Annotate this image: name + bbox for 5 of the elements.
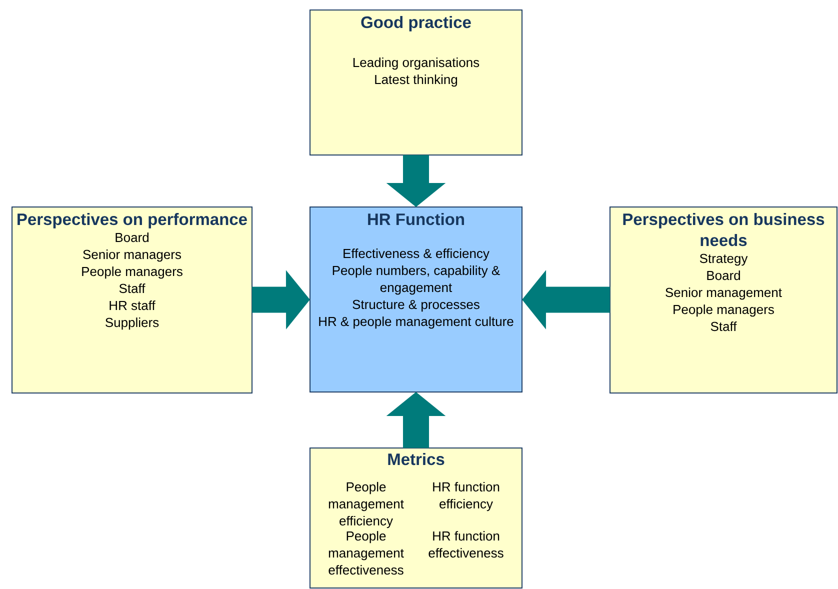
- info-box: Perspectives on performance Board Senior managers People managers Staff HR staff Suppliers: [12, 206, 252, 394]
- info-box: Perspectives on business needs Strategy Board Senior management People managers Staff: [610, 206, 838, 394]
- central-box: HR Function Effectiveness & efficiency People numbers, capability & engagement Structure & processes HR & people management culture: [310, 206, 522, 392]
- info-box: Metrics People management efficiency HR function efficiency People management effectiveness HR function effectiveness: [310, 448, 522, 588]
- info-box: Good practice Leading organisations Latest thinking: [310, 10, 522, 156]
